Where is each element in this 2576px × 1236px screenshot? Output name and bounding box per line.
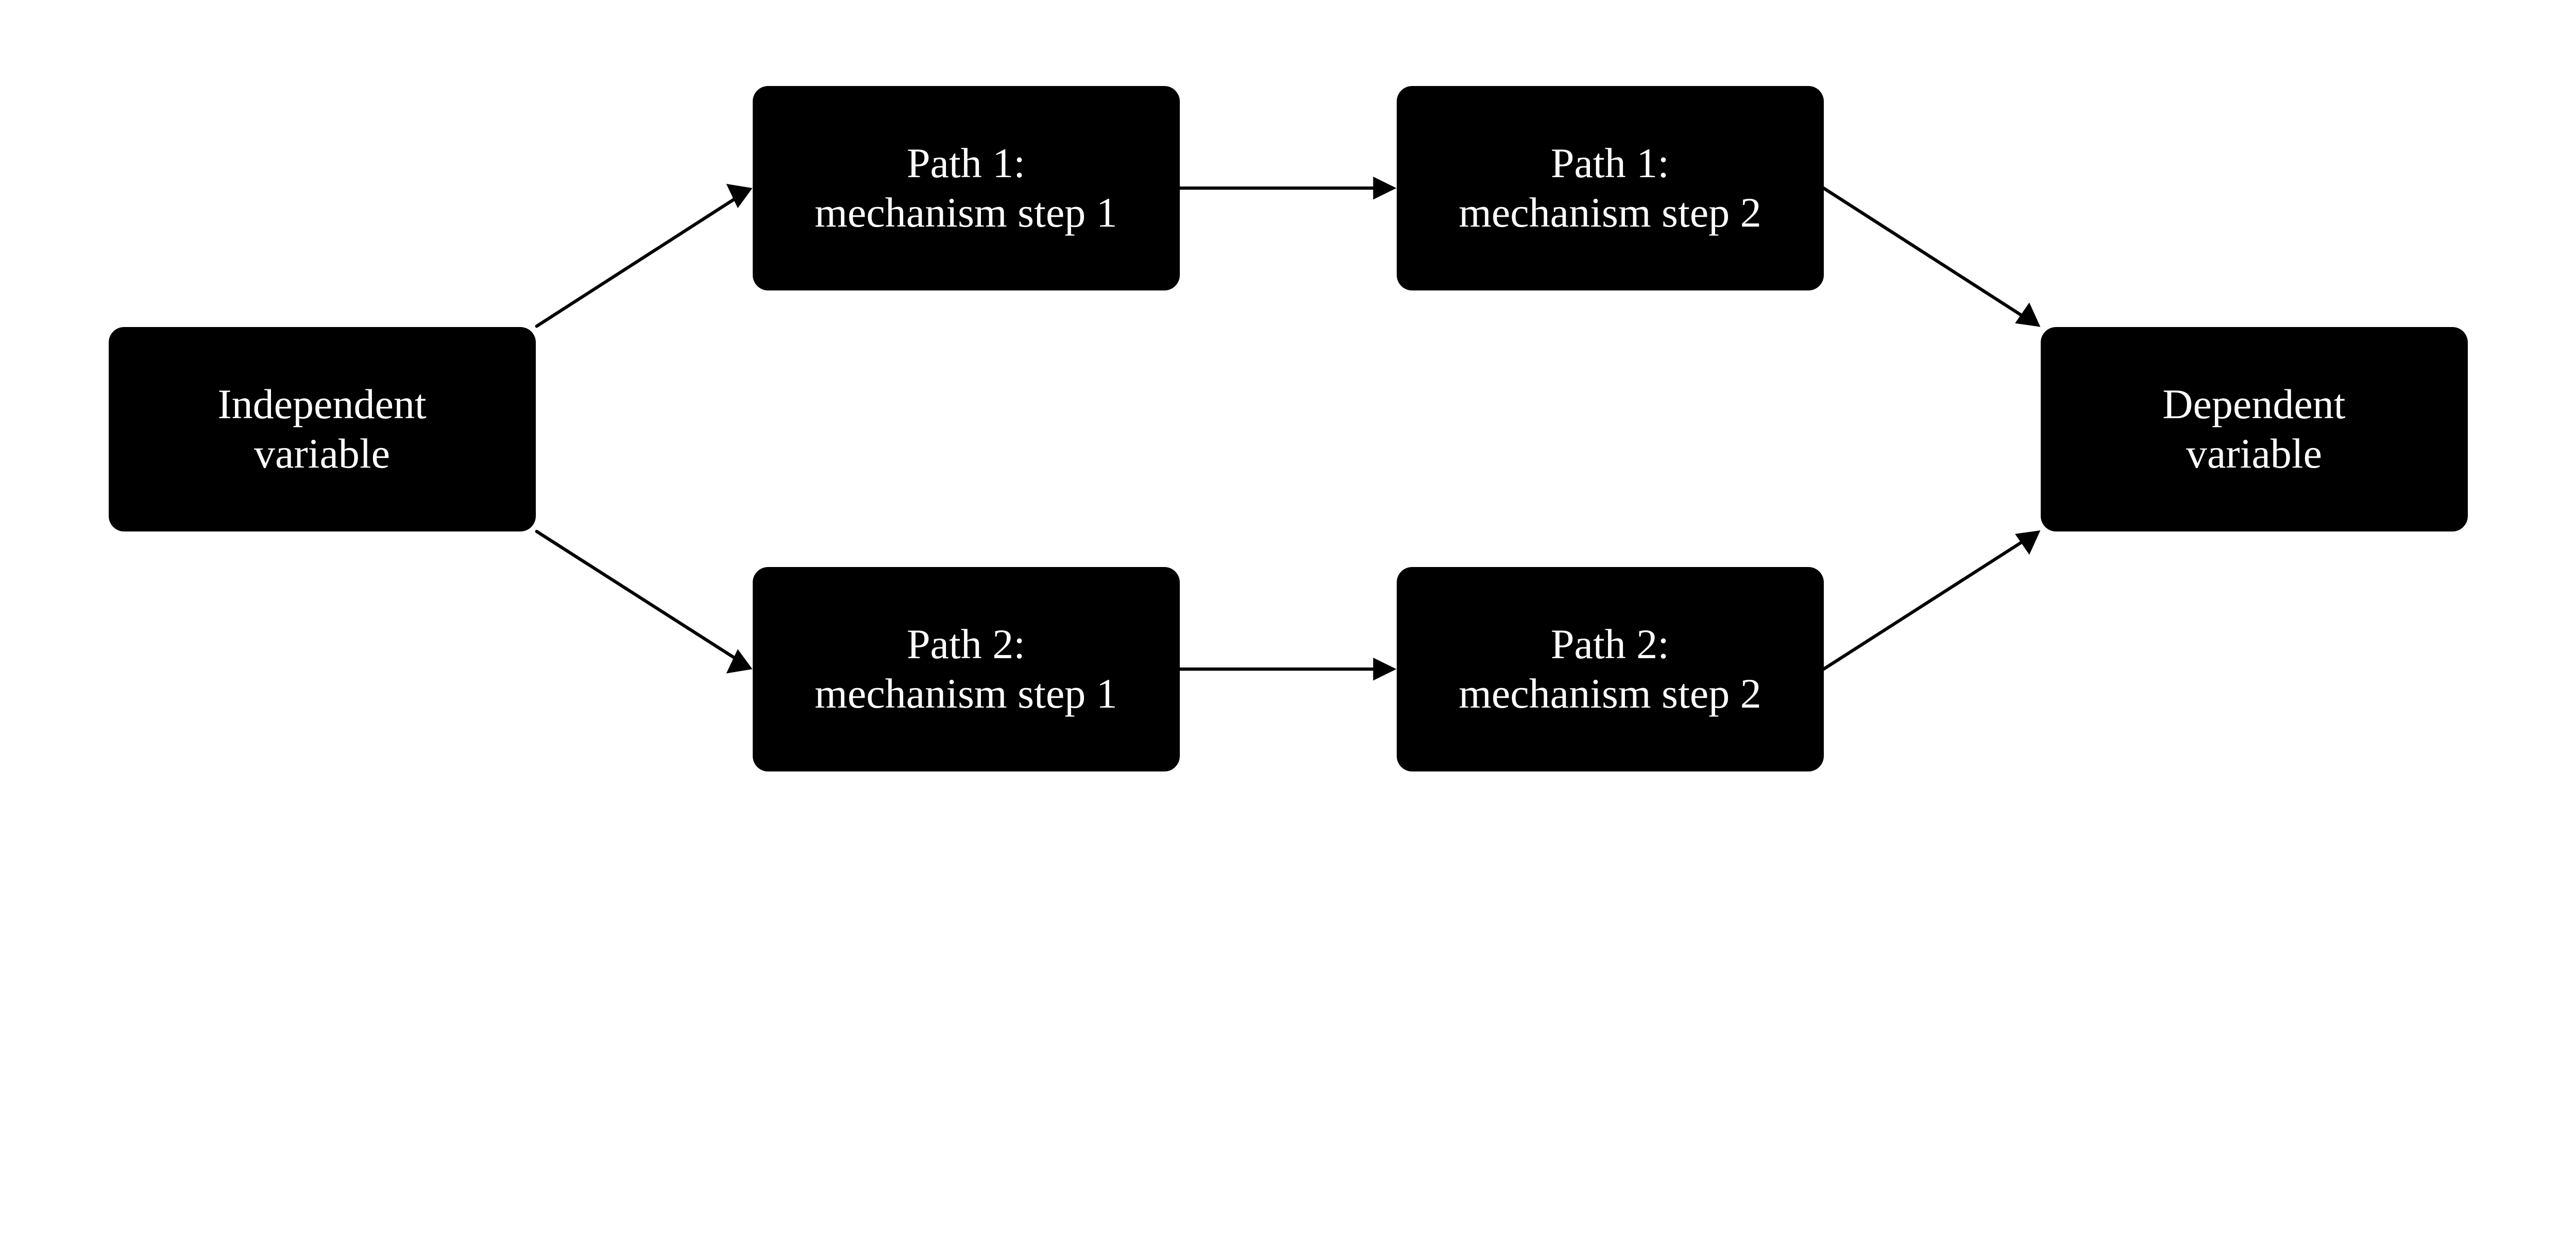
- edge-independent-to-p2s1: [535, 529, 739, 661]
- mediation-diagram: Independent variable Path 1: mechanism s…: [108, 85, 2468, 772]
- arrowhead-icon: [2015, 302, 2041, 327]
- node-label-line: Dependent: [2162, 381, 2346, 428]
- node-label-line: Independent: [217, 381, 427, 428]
- node-label-line: mechanism step 2: [1459, 670, 1761, 717]
- node-dependent-variable: Dependent variable: [2040, 327, 2468, 532]
- arrowhead-icon: [726, 183, 753, 209]
- node-label-line: variable: [2185, 430, 2323, 477]
- arrowhead-icon: [1373, 177, 1397, 200]
- edge-p2s2-to-dependent: [1822, 538, 2027, 671]
- node-path1-step2: Path 1: mechanism step 2: [1396, 85, 1824, 291]
- node-path2-step1: Path 2: mechanism step 1: [752, 566, 1180, 772]
- node-label-line: variable: [253, 430, 391, 477]
- edge-independent-to-p1s1: [535, 196, 739, 328]
- node-path2-step2: Path 2: mechanism step 2: [1396, 566, 1824, 772]
- edge-p1s2-to-dependent: [1822, 186, 2027, 319]
- node-independent-variable: Independent variable: [108, 327, 536, 532]
- edges: [535, 177, 2041, 681]
- node-label-line: mechanism step 1: [815, 670, 1117, 717]
- arrowhead-icon: [726, 649, 753, 674]
- node-label-line: mechanism step 2: [1459, 189, 1761, 236]
- node-label-line: Path 2:: [1550, 621, 1670, 668]
- node-label-line: Path 1:: [1550, 140, 1670, 187]
- arrowhead-icon: [1373, 658, 1397, 681]
- node-label-line: Path 1:: [906, 140, 1026, 187]
- node-label-line: Path 2:: [906, 621, 1026, 668]
- arrowhead-icon: [2015, 530, 2041, 555]
- node-path1-step1: Path 1: mechanism step 1: [752, 85, 1180, 291]
- node-label-line: mechanism step 1: [815, 189, 1117, 236]
